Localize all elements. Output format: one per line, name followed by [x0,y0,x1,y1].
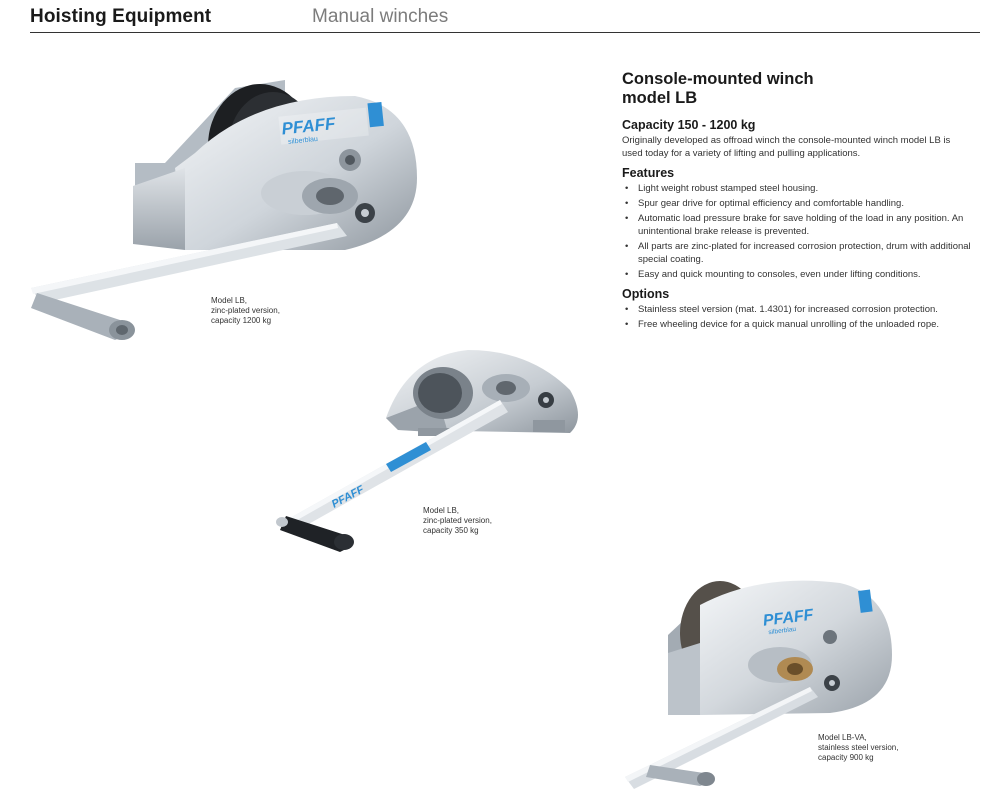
page-header: Hoisting Equipment Manual winches [30,4,980,33]
winch-900-image: PFAFF silberblau [625,580,892,789]
subsection-title: Manual winches [312,6,449,27]
options-heading: Options [622,287,670,301]
list-item: Spur gear drive for optimal efficiency a… [622,197,972,210]
list-item: All parts are zinc-plated for increased … [622,240,972,266]
caption-winch-1200: Model LB, zinc-plated version, capacity … [211,296,280,325]
svg-text:silberblau: silberblau [768,626,797,636]
options-list: Stainless steel version (mat. 1.4301) fo… [622,303,972,331]
pfaff-logo: PFAFF [762,607,816,630]
list-item: Easy and quick mounting to consoles, eve… [622,268,972,281]
caption-winch-900: Model LB-VA, stainless steel version, ca… [818,733,899,762]
caption-winch-350: Model LB, zinc-plated version, capacity … [423,506,492,535]
product-title: Console-mounted winch model LB [622,70,814,107]
features-heading: Features [622,166,675,180]
winch-1200-image: PFAFF silberblau [31,80,417,340]
section-title: Hoisting Equipment [30,6,212,27]
product-description: Console-mounted winch model LB Capacity … [622,70,972,337]
winch-350-image: PFAFF [276,350,578,552]
list-item: Light weight robust stamped steel housin… [622,182,972,195]
features-list: Light weight robust stamped steel housin… [622,182,972,281]
intro-text: Originally developed as offroad winch th… [622,135,951,159]
svg-text:silberblau: silberblau [288,136,319,146]
list-item: Stainless steel version (mat. 1.4301) fo… [622,303,972,316]
list-item: Automatic load pressure brake for save h… [622,212,972,238]
capacity-heading: Capacity 150 - 1200 kg [622,118,756,132]
list-item: Free wheeling device for a quick manual … [622,318,972,331]
